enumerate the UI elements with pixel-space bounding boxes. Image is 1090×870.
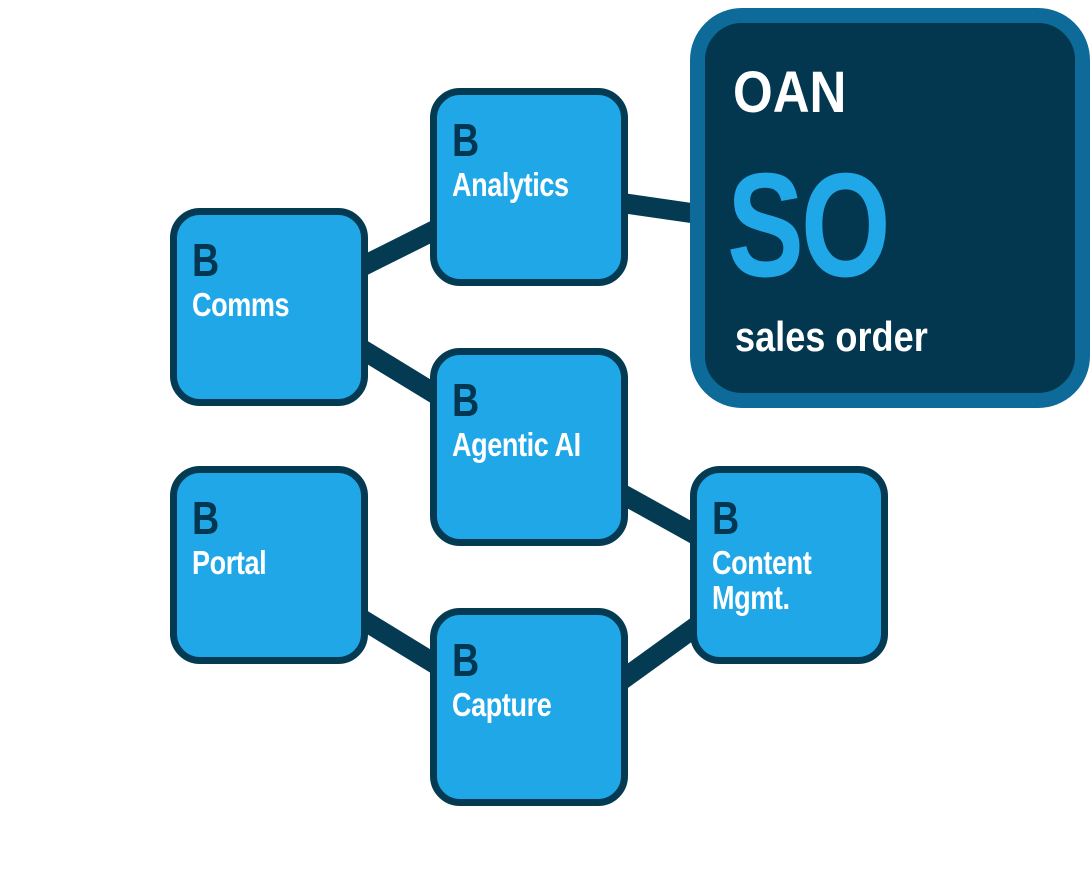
tile-code: SO [727, 143, 891, 308]
node-letter: B [452, 634, 479, 686]
node-label: Content [712, 544, 812, 581]
tile-name: sales order [735, 313, 928, 360]
node-comms[interactable]: B Comms [170, 208, 368, 406]
node-portal[interactable]: B Portal [170, 466, 368, 664]
node-label: Capture [452, 686, 552, 723]
sales-order-tile[interactable]: OAN SO sales order [690, 8, 1090, 408]
node-capture[interactable]: B Capture [430, 608, 628, 806]
node-letter: B [712, 492, 739, 544]
node-content-mgmt[interactable]: B Content Mgmt. [690, 466, 888, 664]
node-label: Portal [192, 544, 267, 581]
node-agentic-ai[interactable]: B Agentic AI [430, 348, 628, 546]
node-analytics[interactable]: B Analytics [430, 88, 628, 286]
node-letter: B [452, 114, 479, 166]
node-label: Comms [192, 286, 290, 323]
tile-abbreviation: OAN [733, 60, 847, 125]
node-label: Agentic AI [452, 426, 581, 463]
node-label-line2: Mgmt. [712, 579, 790, 616]
node-letter: B [452, 374, 479, 426]
node-letter: B [192, 234, 219, 286]
node-label: Analytics [452, 166, 569, 203]
node-letter: B [192, 492, 219, 544]
